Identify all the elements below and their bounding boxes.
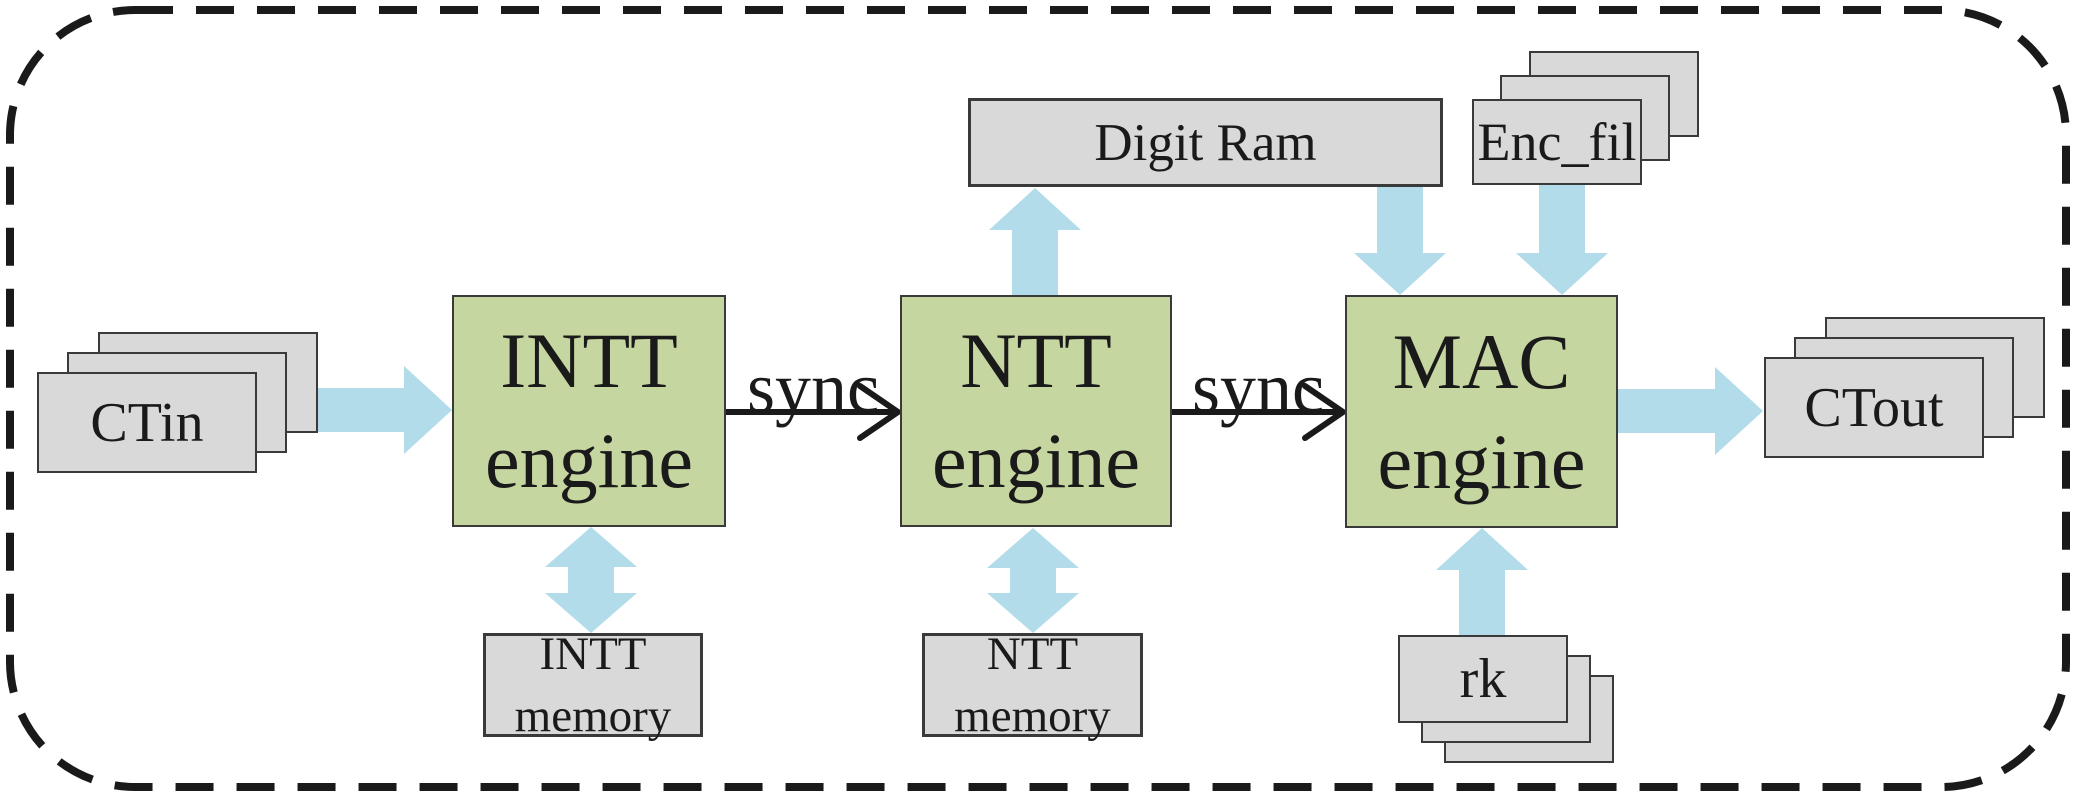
digit-ram-label: Digit Ram <box>1094 113 1317 172</box>
mac-engine-label-line1: MAC <box>1392 317 1571 405</box>
intt-memory-label-line1: INTT <box>539 628 647 680</box>
ctout-label: CTout <box>1804 376 1944 439</box>
sync-arrow-1-icon <box>723 383 904 441</box>
intt-memory-bidir-arrow-icon <box>545 527 637 633</box>
intt-engine-label-line1: INTT <box>500 317 678 404</box>
mac-engine-label-line2: engine <box>1377 417 1586 505</box>
intt-memory-label-line2: memory <box>514 690 672 742</box>
rk-label: rk <box>1459 648 1507 710</box>
ntt-memory-label-line1: NTT <box>986 628 1079 680</box>
sync-label-2: sync <box>1192 348 1324 428</box>
ntt-engine-label-line2: engine <box>932 417 1140 504</box>
ntt-memory-bidir-arrow-icon <box>987 528 1079 633</box>
intt-memory-block: INTT memory <box>483 628 703 742</box>
digit-ram-block: Digit Ram <box>968 98 1443 187</box>
ntt-engine-block: NTT engine <box>900 295 1172 527</box>
ctin-label: CTin <box>90 391 204 454</box>
ntt-to-digitram-arrow-icon <box>989 188 1081 295</box>
ntt-memory-label-line2: memory <box>954 690 1111 742</box>
dashed-boundary <box>6 6 2070 791</box>
mac-to-ctout-arrow-icon <box>1618 367 1763 455</box>
ntt-memory-block: NTT memory <box>922 628 1143 742</box>
encfil-label: Enc_fil <box>1477 112 1637 172</box>
ntt-engine-label-line1: NTT <box>960 317 1112 404</box>
intt-engine-label-line2: engine <box>485 417 693 504</box>
digitram-to-mac-arrow-icon <box>1354 187 1446 295</box>
encfil-block: Enc_fil <box>1472 99 1642 185</box>
rk-to-mac-arrow-icon <box>1436 528 1528 635</box>
sync-arrow-2-icon <box>1169 383 1349 441</box>
rk-block: rk <box>1398 635 1568 723</box>
encfil-to-mac-arrow-icon <box>1516 185 1608 295</box>
mac-engine-block: MAC engine <box>1345 295 1618 528</box>
ctin-block: CTin <box>37 372 257 473</box>
ctin-to-intt-arrow-icon <box>318 366 452 454</box>
ctout-block: CTout <box>1764 357 1984 458</box>
sync-label-1: sync <box>747 348 879 428</box>
intt-engine-block: INTT engine <box>452 295 726 527</box>
